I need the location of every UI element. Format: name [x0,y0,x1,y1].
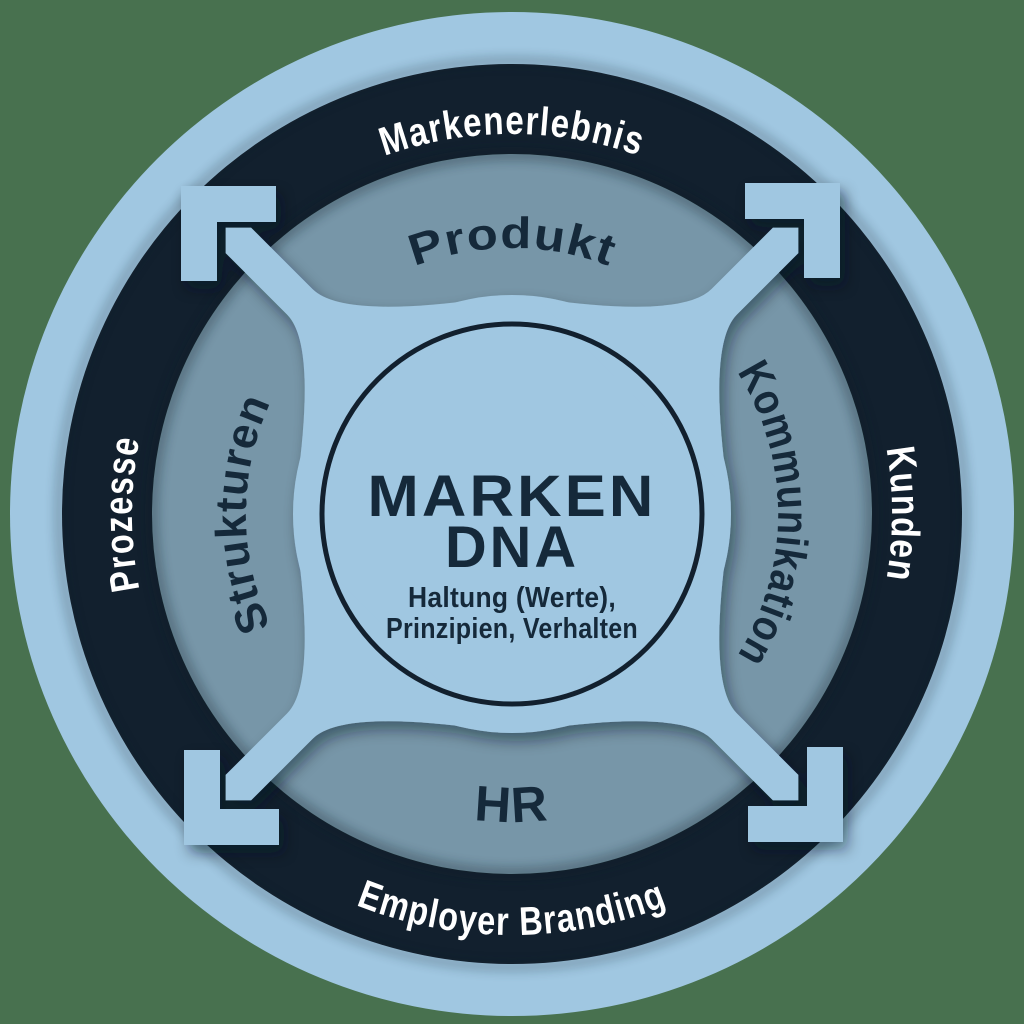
center-title-line2: DNA [445,515,579,580]
center-subtitle-line1: Haltung (Werte), [408,582,616,614]
center-hub [293,295,731,733]
center-subtitle-line2: Prinzipien, Verhalten [386,613,638,645]
center-circle-outline [319,321,705,707]
center-hub-and-arrows [130,132,894,896]
inner-ring-label-bottom: HR [473,775,550,833]
inner-ring-edge-shadow [145,147,879,881]
center-title-line1: MARKEN [368,464,657,529]
outer-ring-label-left: Prozesse [97,432,148,595]
outer-ring-edge-shadow [54,56,970,972]
outer-ring-label-right: Kunden [878,443,928,584]
